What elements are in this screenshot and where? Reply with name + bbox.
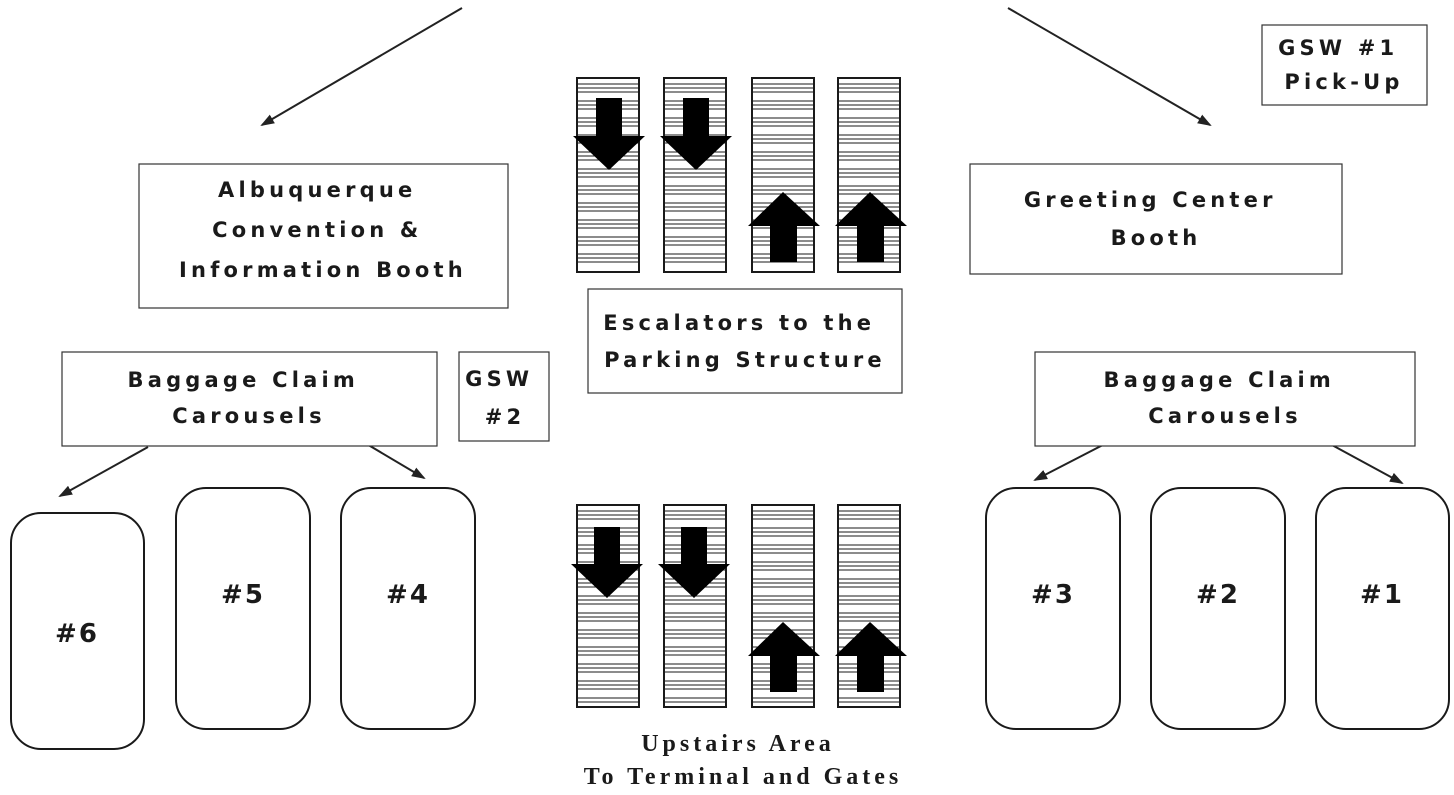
gsw1-label-line2: Pick-Up — [1284, 70, 1403, 94]
escalator-lower-3 — [748, 504, 820, 708]
albuquerque-booth-line2: Convention & — [212, 218, 422, 242]
svg-text:GSW #2: GSW #2 — [465, 367, 545, 429]
gsw2-label-line1: GSW — [465, 367, 533, 391]
pointer-arrow-to-carousel-6 — [58, 446, 149, 497]
footer-line2: To Terminal and Gates — [584, 764, 903, 790]
carousel-4-label: #4 — [386, 580, 430, 610]
gsw1-label-line1: GSW #1 — [1278, 36, 1398, 60]
greeting-booth-line1: Greeting Center — [1024, 188, 1277, 212]
down-arrow-icon — [660, 98, 732, 170]
up-arrow-icon — [748, 622, 820, 692]
baggage-claim-right-line2: Carousels — [1148, 404, 1302, 428]
down-arrow-icon — [658, 527, 730, 598]
escalators-label-line2: Parking Structure — [604, 348, 886, 372]
up-arrow-icon — [835, 192, 907, 262]
escalator-lower-1 — [571, 504, 643, 708]
down-arrow-icon — [571, 527, 643, 598]
up-arrow-icon — [835, 622, 907, 692]
baggage-claim-left-line1: Baggage Claim — [128, 368, 359, 392]
carousel-2-label: #2 — [1196, 580, 1240, 610]
gsw2-box — [458, 351, 550, 442]
baggage-claim-right-line1: Baggage Claim — [1104, 368, 1335, 392]
escalator-upper-2 — [660, 77, 732, 273]
svg-text:Baggage Claim Carousels: Baggage Claim Carousels — [128, 368, 371, 428]
escalators-label-box — [587, 288, 903, 394]
footer-line1: Upstairs Area — [641, 731, 835, 757]
escalator-upper-4 — [835, 77, 907, 273]
pointer-arrow-to-greeting-booth — [1007, 7, 1212, 127]
escalators-lower — [571, 504, 907, 708]
albuquerque-booth-line1: Albuquerque — [218, 178, 416, 202]
carousel-5-label: #5 — [221, 580, 265, 610]
greeting-booth-line2: Booth — [1111, 226, 1202, 250]
escalators-label-line1: Escalators to the — [603, 311, 875, 335]
albuquerque-booth-line3: Information Booth — [179, 258, 467, 282]
carousel-3: #3 — [985, 487, 1121, 730]
down-arrow-icon — [573, 98, 645, 170]
carousel-4: #4 — [340, 487, 476, 730]
escalator-upper-1 — [573, 77, 645, 273]
escalator-lower-2 — [658, 504, 730, 708]
baggage-claim-right-box — [1034, 351, 1416, 447]
svg-text:Escalators to the Parking: Escalators to the Parking Structure — [603, 311, 886, 372]
escalator-lower-4 — [835, 504, 907, 708]
carousel-2: #2 — [1150, 487, 1286, 730]
baggage-claim-left-line2: Carousels — [172, 404, 326, 428]
svg-text:Greeting Center Booth: Greeting Center Booth — [1024, 188, 1288, 250]
up-arrow-icon — [748, 192, 820, 262]
svg-text:Albuquerque Convention &: Albuquerque Convention & Information Boo… — [179, 178, 467, 282]
svg-text:Upstairs Area To Terminal: Upstairs Area To Terminal and Gates — [584, 731, 903, 790]
baggage-claim-left-box — [61, 351, 438, 447]
svg-text:GSW #1 Pick-Up: GSW #1 Pick-Up — [1278, 36, 1410, 94]
escalator-upper-3 — [748, 77, 820, 273]
greeting-center-booth — [969, 163, 1343, 275]
carousel-1: #1 — [1315, 487, 1450, 730]
pointer-arrow-to-albuquerque-booth — [260, 7, 463, 127]
escalators-upper — [573, 77, 907, 273]
gsw1-pickup-box — [1261, 24, 1428, 106]
carousel-3-label: #3 — [1031, 580, 1075, 610]
svg-text:Baggage Claim Carousels: Baggage Claim Carousels — [1104, 368, 1347, 428]
carousel-5: #5 — [175, 487, 311, 730]
carousel-6: #6 — [10, 512, 145, 750]
carousel-1-label: #1 — [1360, 580, 1404, 610]
carousel-6-label: #6 — [55, 619, 99, 649]
albuquerque-booth — [138, 163, 509, 309]
gsw2-label-line2: #2 — [485, 405, 526, 429]
